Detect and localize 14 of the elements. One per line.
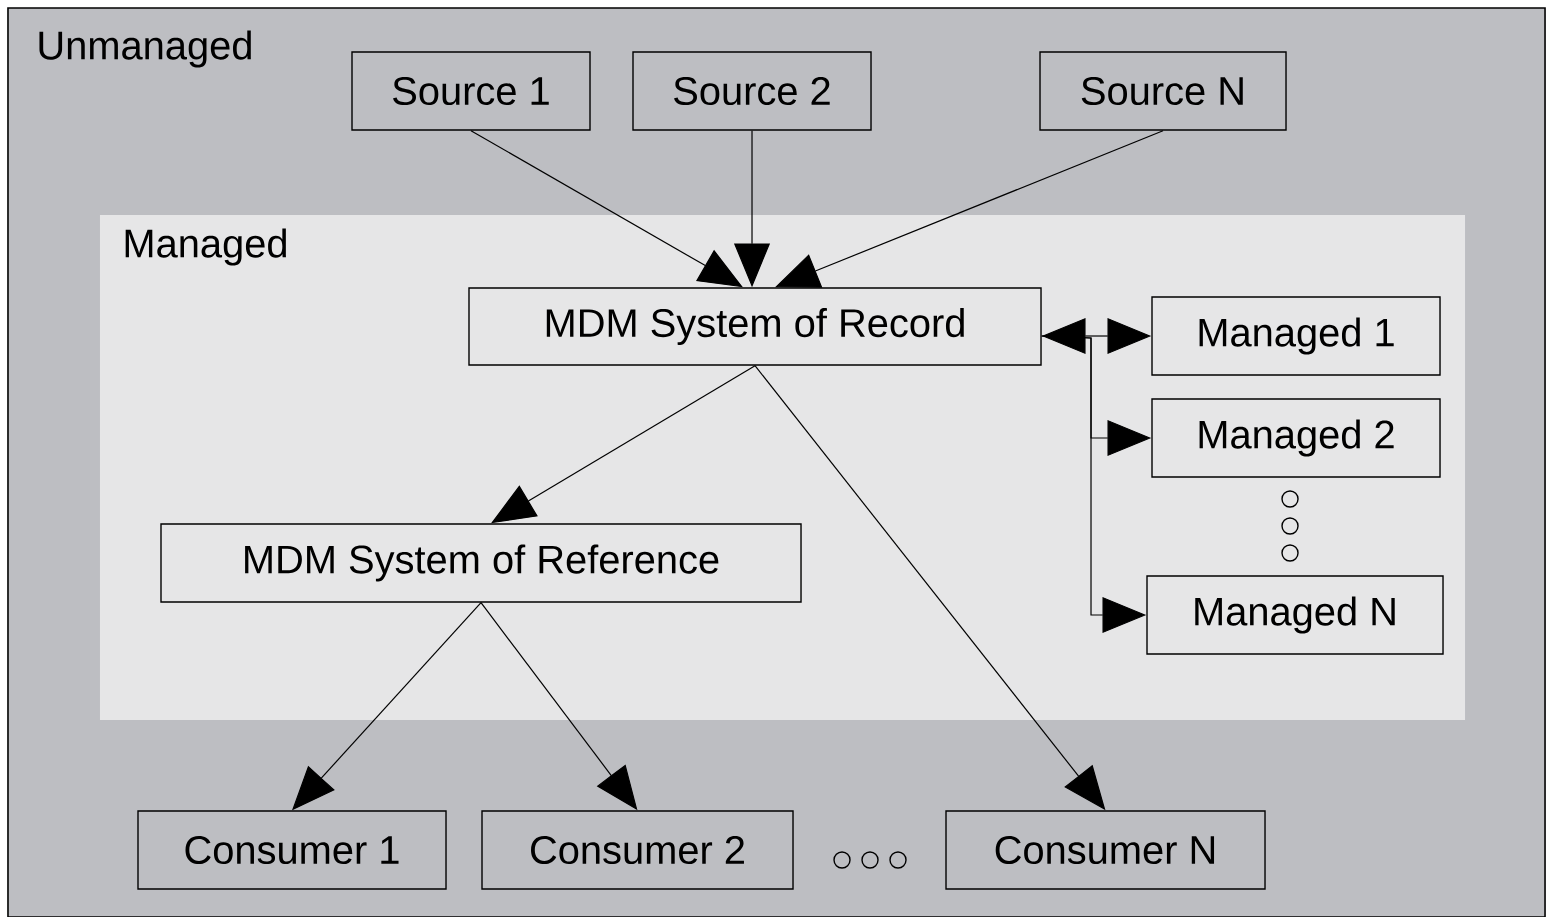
- arrow: [491, 365, 756, 524]
- process-box: Managed 2: [1151, 398, 1441, 478]
- arrow: [775, 130, 1164, 288]
- process-box: MDM System of Reference: [160, 523, 802, 603]
- process-box: Managed N: [1146, 575, 1444, 655]
- process-box: Source 1: [351, 51, 591, 131]
- process-box: Source 2: [632, 51, 872, 131]
- process-box: Managed 1: [1151, 296, 1441, 376]
- process-box: MDM System of Record: [468, 287, 1042, 366]
- process-box: Consumer N: [945, 810, 1266, 890]
- process-box: Source N: [1039, 51, 1287, 131]
- arrow: [470, 130, 743, 288]
- process-box: Consumer 1: [137, 810, 447, 890]
- process-box: Consumer 2: [481, 810, 794, 890]
